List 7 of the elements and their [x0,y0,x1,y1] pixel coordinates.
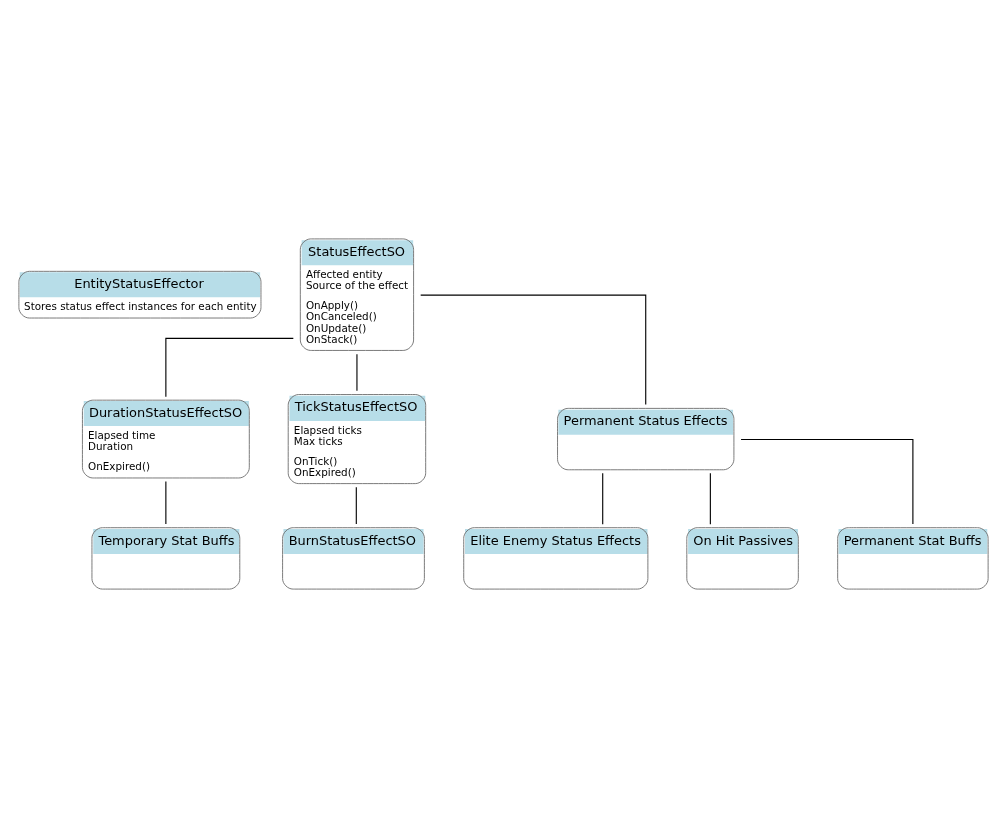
connector [740,438,914,525]
connector [165,337,294,397]
connector [165,480,167,525]
connector [709,472,711,525]
connector [602,472,604,525]
connector [420,294,647,405]
connector [355,486,357,524]
